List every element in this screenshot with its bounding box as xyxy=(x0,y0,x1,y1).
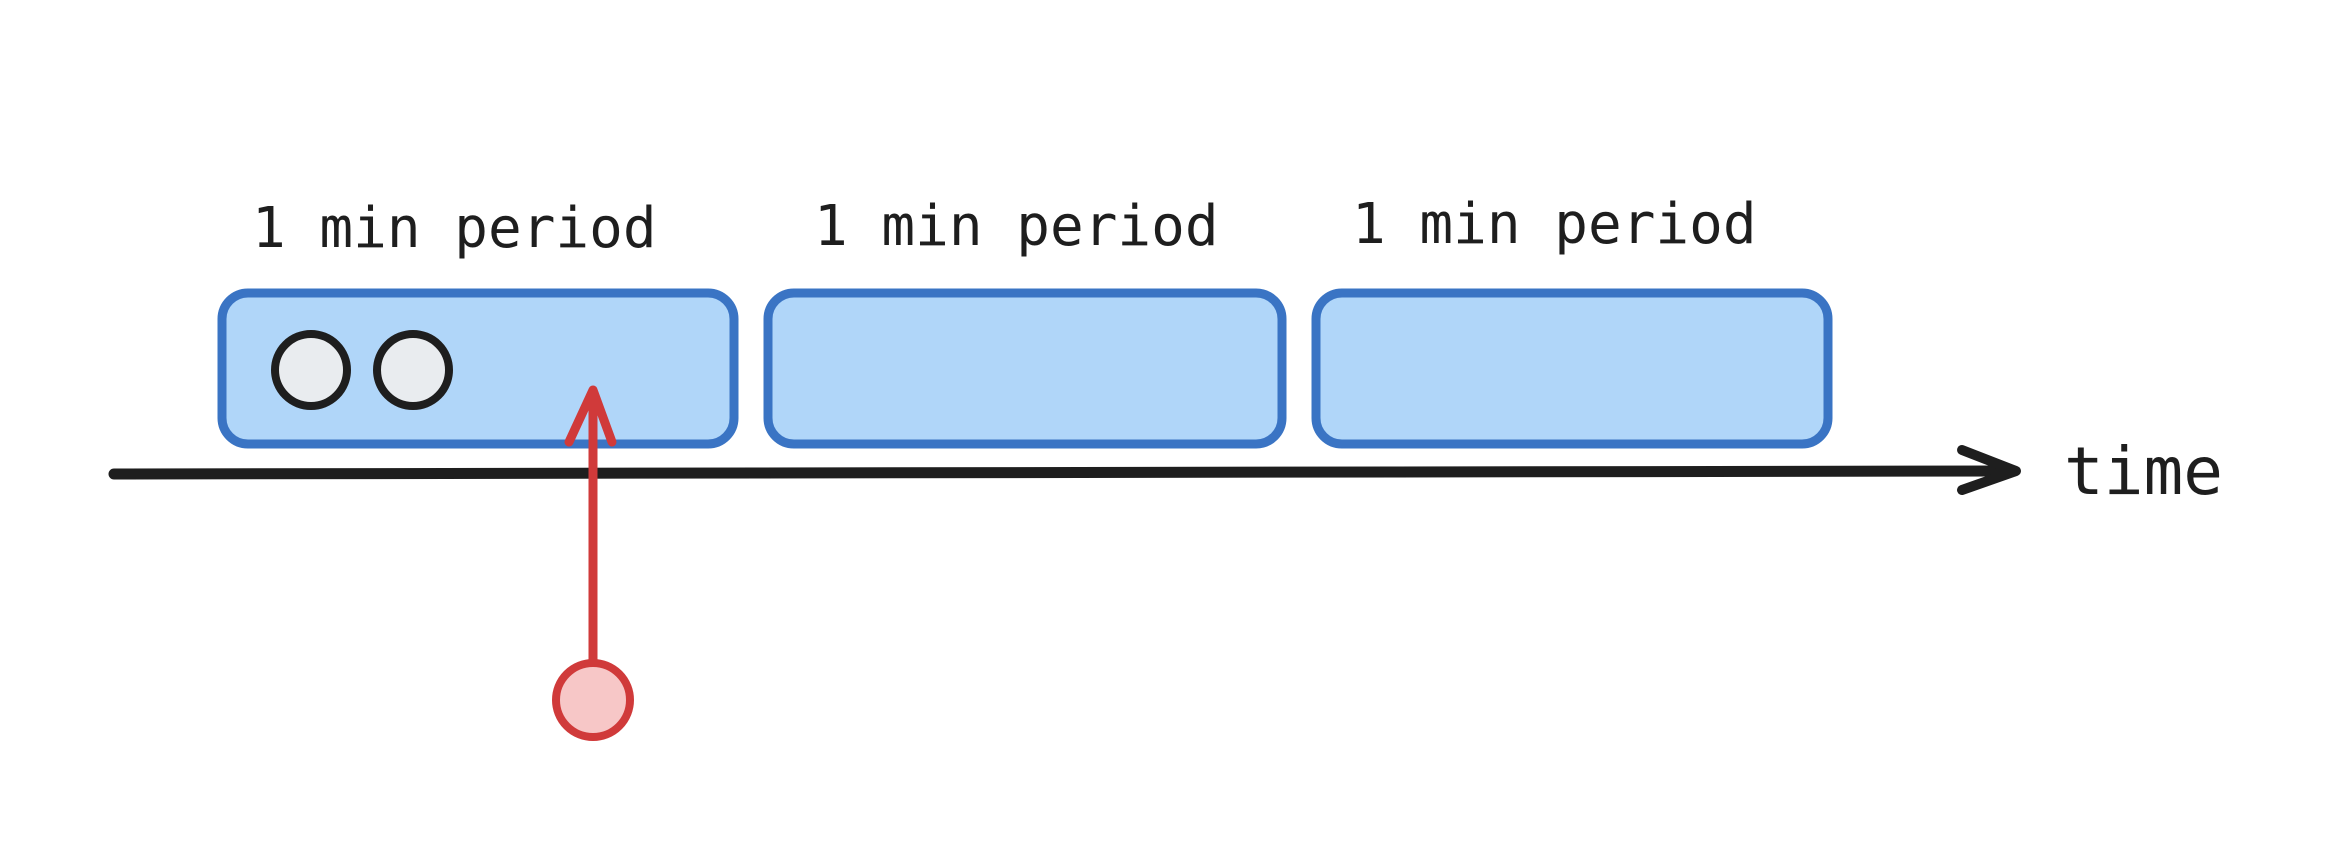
period-label-3: 1 min period xyxy=(1352,192,1757,257)
time-axis-label: time xyxy=(2064,433,2223,510)
event-marker-2 xyxy=(373,330,453,410)
current-time-pointer-dot xyxy=(552,659,634,741)
time-axis-line xyxy=(108,465,2020,480)
period-label-2: 1 min period xyxy=(814,194,1219,259)
period-box-3 xyxy=(1311,288,1833,449)
period-box-2 xyxy=(763,288,1287,449)
event-marker-1 xyxy=(271,330,351,410)
period-label-1: 1 min period xyxy=(252,196,657,261)
time-axis-arrowhead xyxy=(1957,445,2021,495)
current-time-pointer-arrowhead xyxy=(564,385,617,447)
period-box-1 xyxy=(217,288,739,449)
